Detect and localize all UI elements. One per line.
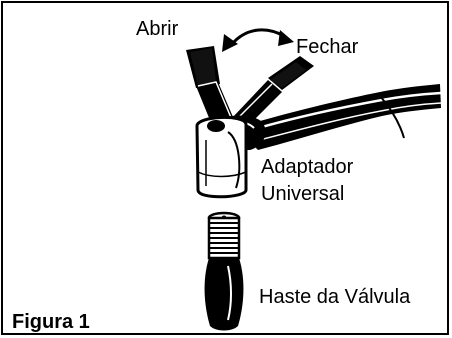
label-adapter-line1: Adaptador (261, 156, 354, 178)
adapter-body (195, 115, 248, 199)
figure-frame (1, 1, 449, 335)
label-valve-stem: Haste da Válvula (259, 286, 411, 308)
label-close: Fechar (296, 36, 359, 58)
figure-caption: Figura 1 (12, 311, 90, 333)
hose (236, 84, 442, 150)
label-adapter-line2: Universal (261, 183, 345, 205)
label-open: Abrir (136, 18, 179, 40)
valve-stem (204, 211, 244, 331)
double-arrow-icon (222, 28, 294, 52)
